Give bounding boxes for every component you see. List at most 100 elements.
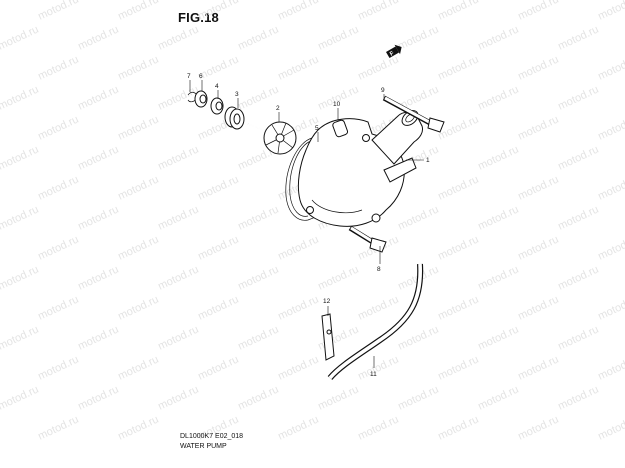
watermark-text: motod.ru [476,23,520,52]
watermark-text: motod.ru [596,293,625,322]
callout-8: 8 [377,266,381,273]
callout-3: 3 [235,91,239,98]
watermark-text: motod.ru [596,53,625,82]
part-2-impeller [247,121,297,155]
watermark-text: motod.ru [196,53,240,82]
watermark-text: motod.ru [236,323,280,352]
watermark-text: motod.ru [516,293,560,322]
callout-10: 10 [333,101,341,108]
watermark-text: motod.ru [116,233,160,262]
part-12-clamp [321,313,335,361]
watermark-text: motod.ru [76,203,120,232]
watermark-text: motod.ru [156,23,200,52]
watermark-text: motod.ru [556,143,600,172]
watermark-text: motod.ru [356,353,400,382]
watermark-text: motod.ru [556,383,600,412]
watermark-text: motod.ru [36,113,80,142]
watermark-text: motod.ru [556,323,600,352]
watermark-text: motod.ru [196,233,240,262]
watermark-text: motod.ru [0,233,1,262]
watermark-text: motod.ru [476,83,520,112]
leader-lines [189,80,424,368]
watermark-text: motod.ru [516,353,560,382]
part-8-bolt [348,225,387,253]
watermark-text: motod.ru [236,263,280,292]
watermark-text: motod.ru [436,413,480,442]
watermark-text: motod.ru [76,23,120,52]
watermark-text: motod.ru [0,23,41,52]
watermark-text: motod.ru [276,293,320,322]
watermark-text: motod.ru [36,173,80,202]
watermark-text: motod.ru [476,323,520,352]
front-direction-marker: F [386,44,402,59]
watermark-text: motod.ru [476,263,520,292]
watermark-text: motod.ru [436,293,480,322]
figure-title: FIG.18 [178,10,219,25]
watermark-text: motod.ru [116,113,160,142]
watermark-text: motod.ru [116,173,160,202]
watermark-text: motod.ru [316,83,360,112]
watermark-text: motod.ru [236,23,280,52]
watermark-text: motod.ru [596,353,625,382]
watermark-text: motod.ru [596,413,625,442]
watermark-text: motod.ru [276,413,320,442]
callout-5: 5 [315,125,319,132]
watermark-text: motod.ru [196,353,240,382]
watermark-text: motod.ru [316,383,360,412]
callout-2: 2 [276,105,280,112]
watermark-text: motod.ru [516,113,560,142]
callout-9: 9 [381,87,385,94]
watermark-text: motod.ru [76,83,120,112]
watermark-text: motod.ru [276,233,320,262]
watermark-text: motod.ru [396,323,440,352]
callout-12: 12 [323,298,331,305]
watermark-text: motod.ru [196,293,240,322]
watermark-text: motod.ru [396,23,440,52]
watermark-text: motod.ru [276,53,320,82]
figure-footer: DL1000K7 E02_018 WATER PUMP [180,432,243,452]
watermark-text: motod.ru [476,383,520,412]
watermark-text: motod.ru [36,353,80,382]
front-marker-label: F [389,50,395,57]
part-11-hose [327,263,424,381]
watermark-text: motod.ru [516,53,560,82]
watermark-text: motod.ru [516,233,560,262]
watermark-text: motod.ru [156,323,200,352]
watermark-text: motod.ru [556,23,600,52]
watermark-text: motod.ru [156,83,200,112]
watermark-text: motod.ru [476,203,520,232]
watermark-text: motod.ru [436,113,480,142]
watermark-text: motod.ru [0,383,41,412]
watermark-text: motod.ru [116,0,160,23]
part-1-pump-case [297,110,423,227]
figure-code: DL1000K7 E02_018 [180,433,244,440]
watermark-text: motod.ru [556,83,600,112]
watermark-text: motod.ru [0,83,41,112]
watermark-text: motod.ru [156,263,200,292]
watermark-text: motod.ru [476,143,520,172]
watermark-text: motod.ru [156,203,200,232]
watermark-text: motod.ru [316,23,360,52]
part-6-oil-seal [194,90,208,108]
watermark-text: motod.ru [436,53,480,82]
watermark-text: motod.ru [596,173,625,202]
callout-1: 1 [426,157,430,164]
watermark-text: motod.ru [596,233,625,262]
watermark-text: motod.ru [396,383,440,412]
watermark-text: motod.ru [436,233,480,262]
watermark-text: motod.ru [36,53,80,82]
watermark-text: motod.ru [596,0,625,23]
watermark-text: motod.ru [0,263,41,292]
watermark-text: motod.ru [356,293,400,322]
watermark-text: motod.ru [116,353,160,382]
watermark-text: motod.ru [316,263,360,292]
watermark-text: motod.ru [396,203,440,232]
part-3-mechanical-seal [224,106,245,130]
watermark-text: motod.ru [76,383,120,412]
callout-11: 11 [370,371,377,378]
watermark-text: motod.ru [36,233,80,262]
watermark-text: motod.ru [0,53,1,82]
watermark-text: motod.ru [0,293,1,322]
